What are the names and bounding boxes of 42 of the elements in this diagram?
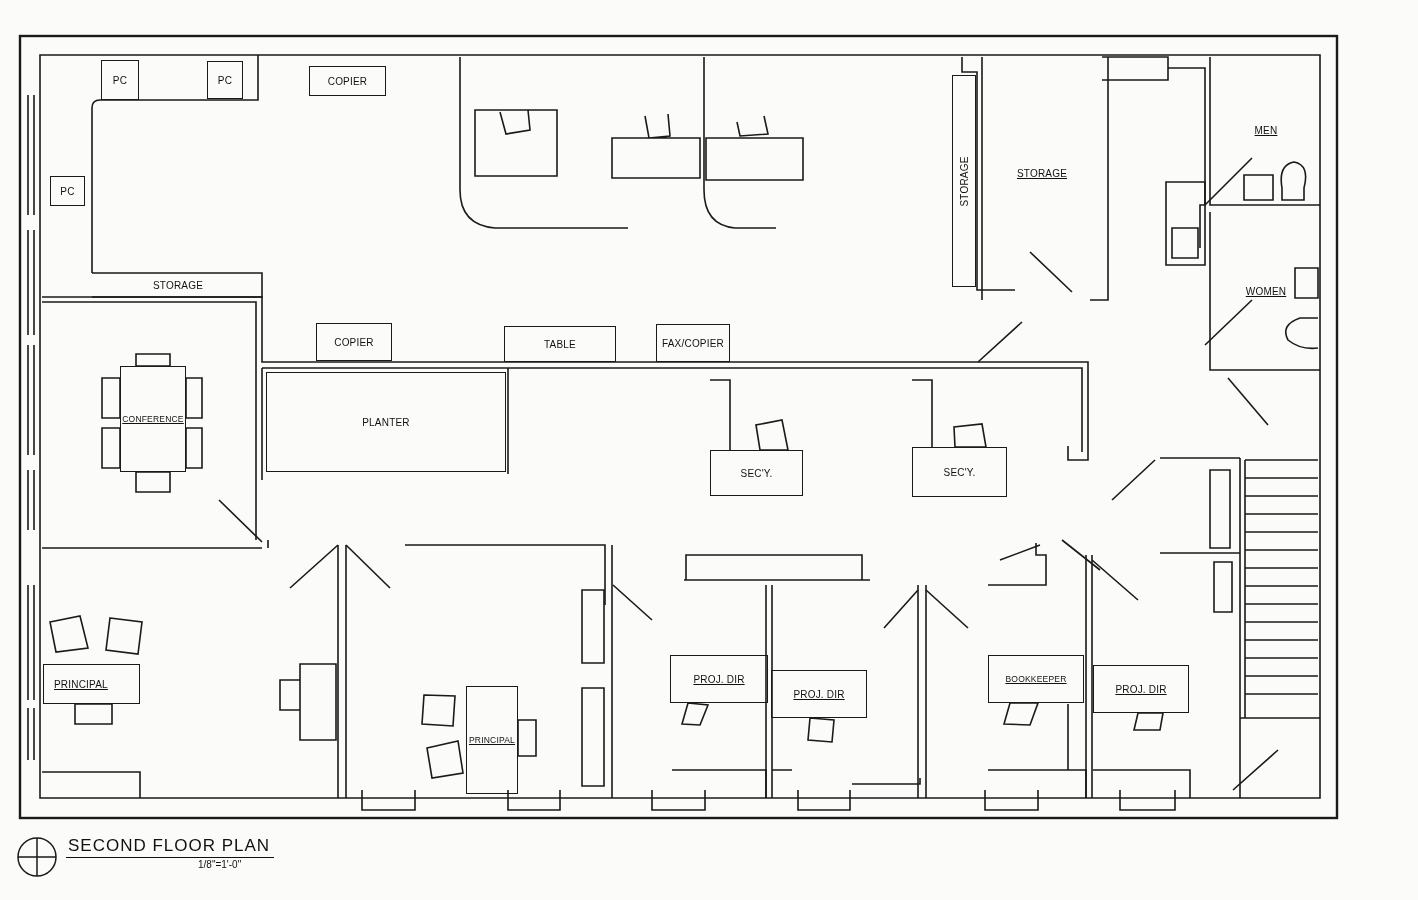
conference-table (120, 366, 186, 472)
desk (43, 664, 140, 704)
desk (771, 670, 867, 718)
room-label: BOOKKEEPER (1005, 674, 1067, 684)
pc-desk (207, 61, 243, 99)
room-label: PC (112, 74, 128, 86)
room-label: STORAGE (1016, 167, 1068, 179)
plan-title: SECOND FLOOR PLAN (66, 836, 275, 858)
room-label: TABLE (544, 338, 576, 350)
desk (1093, 665, 1189, 713)
room-label: STORAGE (958, 155, 970, 207)
fax-copier (656, 324, 730, 362)
room-label: STORAGE (152, 279, 204, 291)
planter (266, 372, 506, 472)
copier (316, 323, 392, 361)
storage-shelf (952, 75, 976, 287)
desk (912, 447, 1007, 497)
desk (988, 655, 1084, 703)
room-label: COPIER (327, 75, 368, 87)
copier (309, 66, 386, 96)
room-label: PROJ. DIR (793, 688, 845, 700)
room-label: FAX/COPIER (662, 337, 724, 349)
room-label: MEN (1254, 124, 1278, 136)
table (504, 326, 616, 362)
room-label: CONFERENCE (122, 414, 184, 424)
room-label: WOMEN (1245, 285, 1287, 297)
scale-note: 1/8"=1'-0" (198, 859, 242, 870)
room-label: SEC'Y. (740, 467, 773, 479)
room-label: PLANTER (362, 416, 410, 428)
desk (710, 450, 803, 496)
desk (670, 655, 768, 703)
desk (466, 686, 518, 794)
room-label: SEC'Y. (943, 466, 976, 478)
room-label: PROJ. DIR (1115, 683, 1167, 695)
room-label: PROJ. DIR (693, 673, 745, 685)
room-label: PRINCIPAL (54, 678, 108, 690)
room-label: COPIER (334, 336, 374, 348)
pc-desk (101, 60, 139, 100)
room-label: PC (60, 185, 75, 197)
pc-desk (50, 176, 85, 206)
room-label: PC (217, 74, 233, 86)
room-label: PRINCIPAL (468, 735, 515, 745)
